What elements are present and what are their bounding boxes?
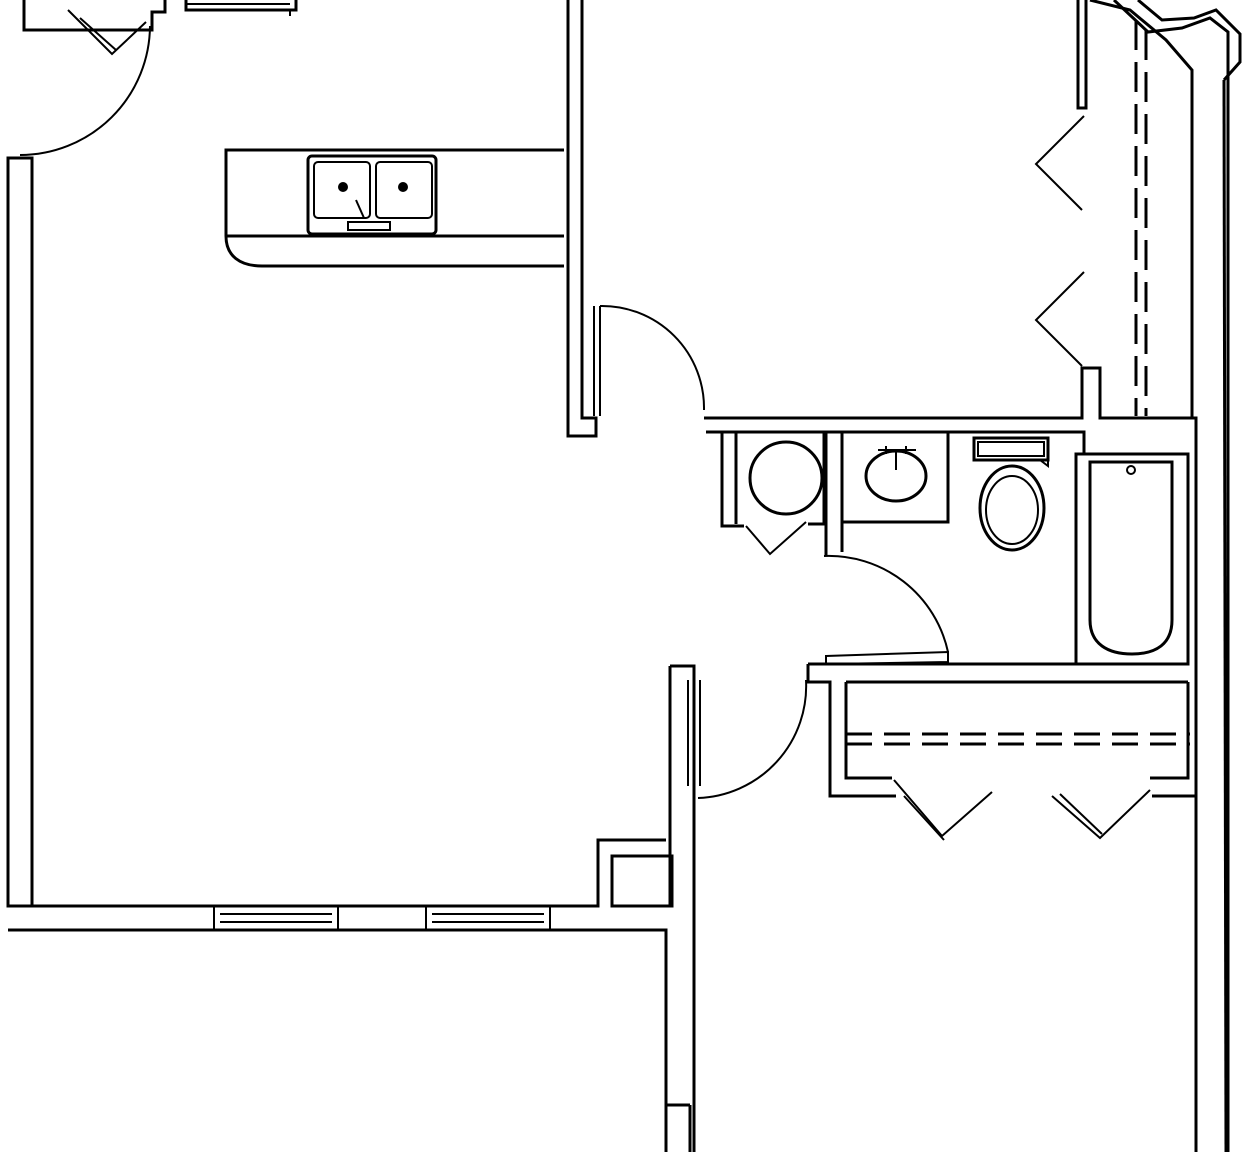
east-exterior-wall	[1112, 0, 1242, 1152]
closet-top	[184, 0, 298, 16]
window-south-left	[213, 905, 339, 931]
kitchen-sink	[306, 154, 438, 236]
bedroom1-south-wall	[704, 366, 1188, 454]
living-bedroom-partition	[668, 664, 701, 1152]
drain-left-icon	[338, 182, 348, 192]
living-south-wall	[8, 838, 692, 1152]
window-south-right	[425, 905, 551, 931]
bedroom2-door	[697, 679, 808, 799]
bath-south-wall	[806, 662, 1188, 798]
bath-partition	[824, 430, 844, 556]
toilet	[972, 436, 1050, 552]
vanity	[840, 430, 950, 524]
entry-door	[19, 0, 167, 156]
bedroom1-door-swing	[599, 304, 706, 411]
west-exterior-wall	[6, 156, 34, 908]
kitchen-counter	[224, 148, 564, 268]
water-heater-icon	[748, 440, 824, 516]
bathtub	[1074, 452, 1190, 666]
toilet-bowl-icon	[978, 464, 1046, 552]
kitchen-bedroom1-wall	[566, 0, 601, 438]
drain-right-icon	[398, 182, 408, 192]
bedroom2-closet	[846, 682, 1196, 841]
bedroom1-closet	[1034, 0, 1194, 418]
bath-closet	[706, 430, 826, 556]
bath-door	[823, 554, 949, 666]
faucet-icon	[355, 199, 365, 219]
column	[610, 854, 674, 908]
